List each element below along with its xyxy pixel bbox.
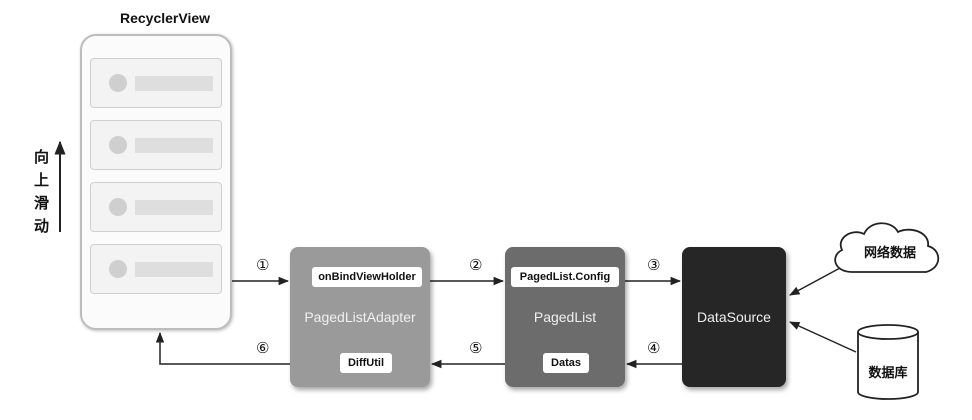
recyclerview-phone [80, 34, 232, 330]
arrow-network-to-datasource [789, 267, 841, 296]
diffutil-pill: DiffUtil [340, 353, 392, 373]
recyclerview-title: RecyclerView [119, 10, 211, 26]
pagedlistadapter-box: onBindViewHolder PagedListAdapter DiffUt… [290, 247, 430, 387]
onbindviewholder-pill: onBindViewHolder [312, 267, 422, 287]
database-node: 数据库 [858, 332, 918, 394]
step-3-label: ③ [647, 257, 661, 274]
list-item [90, 182, 222, 232]
list-item [90, 120, 222, 170]
text-placeholder [135, 200, 213, 215]
datas-pill: Datas [543, 353, 589, 373]
cloud-icon [834, 222, 940, 273]
list-item [90, 244, 222, 294]
pagedlist-config-pill: PagedList.Config [511, 267, 619, 287]
scroll-label-char-2: 上 [34, 172, 50, 189]
step-1-label: ① [256, 257, 270, 274]
arrow-step-6 [155, 331, 290, 365]
step-5-label: ⑤ [469, 340, 483, 357]
datasource-box: DataSource [682, 247, 786, 387]
datasource-title: DataSource [697, 309, 771, 325]
step-2-label: ② [469, 257, 483, 274]
pagedlist-box: PagedList.Config PagedList Datas [505, 247, 625, 387]
avatar-placeholder [109, 260, 127, 278]
network-data-label: 网络数据 [863, 245, 916, 260]
pagedlist-title: PagedList [533, 309, 597, 325]
text-placeholder [135, 262, 213, 277]
avatar-placeholder [109, 198, 127, 216]
network-data-node: 网络数据 [836, 230, 944, 274]
scroll-label-char-4: 动 [34, 218, 50, 235]
scroll-label-char-1: 向 [34, 149, 50, 166]
avatar-placeholder [109, 74, 127, 92]
pagedlistadapter-title: PagedListAdapter [304, 309, 416, 325]
text-placeholder [135, 76, 213, 91]
database-label: 数据库 [868, 365, 908, 380]
step-6-label: ⑥ [256, 340, 270, 357]
step-4-label: ④ [647, 340, 661, 357]
database-icon [857, 324, 919, 400]
scroll-label-char-3: 滑 [34, 195, 50, 212]
avatar-placeholder [109, 136, 127, 154]
list-item [90, 58, 222, 108]
text-placeholder [135, 138, 213, 153]
arrow-database-to-datasource [789, 321, 857, 353]
